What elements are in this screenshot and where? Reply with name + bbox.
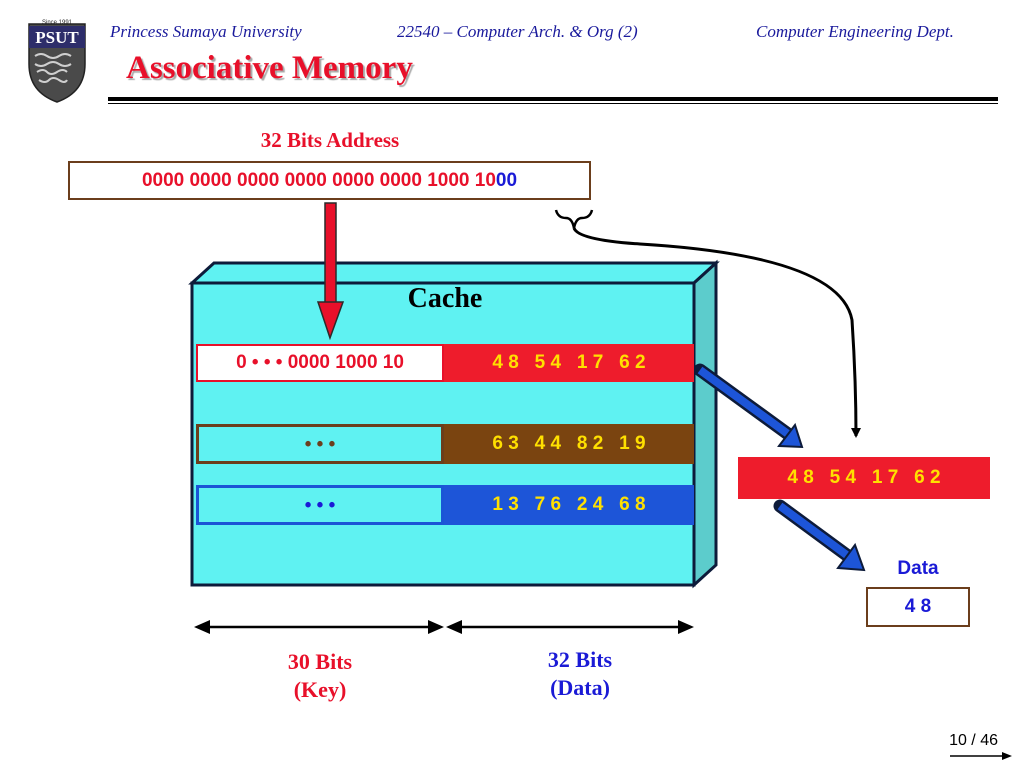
data-bits-caption: (Data) <box>550 675 610 700</box>
data-bits-label: 32 Bits (Data) <box>510 646 650 702</box>
address-key-arrow <box>316 202 345 341</box>
logo-text: PSUT <box>35 28 79 47</box>
address-label: 32 Bits Address <box>260 128 400 152</box>
university-name: Princess Sumaya University <box>110 22 302 41</box>
offset-select-arrow <box>572 227 861 438</box>
logo-since-text: Since 1991 <box>41 20 73 26</box>
key-bits-label: 30 Bits (Key) <box>250 648 390 704</box>
cache-row-1-data: 4 8 5 4 1 7 6 2 <box>444 344 694 382</box>
word-data-arrow <box>773 499 866 572</box>
page-number: 10 / 46 <box>949 732 998 749</box>
data-bits-count: 32 Bits <box>547 647 613 672</box>
cache-row-2-key: • • • <box>196 424 444 464</box>
page-next-arrow <box>950 752 1012 760</box>
key-width-arrow <box>194 620 444 634</box>
match-output-arrow <box>693 363 804 449</box>
address-value-box: 0000 0000 0000 0000 0000 0000 1000 1000 <box>68 161 591 200</box>
key-bits-caption: (Key) <box>293 677 347 702</box>
cache-row-3-data: 1 3 7 6 2 4 6 8 <box>444 485 694 525</box>
cache-label: Cache <box>407 283 483 314</box>
header-rule-thick <box>108 97 998 101</box>
slide-title: Associative Memory <box>126 50 413 86</box>
offset-brace <box>554 209 594 229</box>
address-offset-bits: 00 <box>495 170 518 191</box>
data-width-arrow <box>446 620 694 634</box>
cache-row-1-key: 0 • • • 0000 1000 10 <box>196 344 444 382</box>
header-rule-thin <box>108 103 998 104</box>
department-name: Computer Engineering Dept. <box>756 22 954 41</box>
course-name: 22540 – Computer Arch. & Org (2) <box>397 22 638 41</box>
output-word-box: 4 8 5 4 1 7 6 2 <box>738 457 990 499</box>
key-bits-count: 30 Bits <box>287 649 353 674</box>
data-value-box: 4 8 <box>866 587 970 627</box>
psut-logo <box>28 23 86 103</box>
address-tag-bits: 0000 0000 0000 0000 0000 0000 1000 10 <box>141 170 496 191</box>
cache-row-3-key: • • • <box>196 485 444 525</box>
data-label: Data <box>897 558 939 579</box>
cache-row-2-data: 6 3 4 4 8 2 1 9 <box>444 424 694 464</box>
